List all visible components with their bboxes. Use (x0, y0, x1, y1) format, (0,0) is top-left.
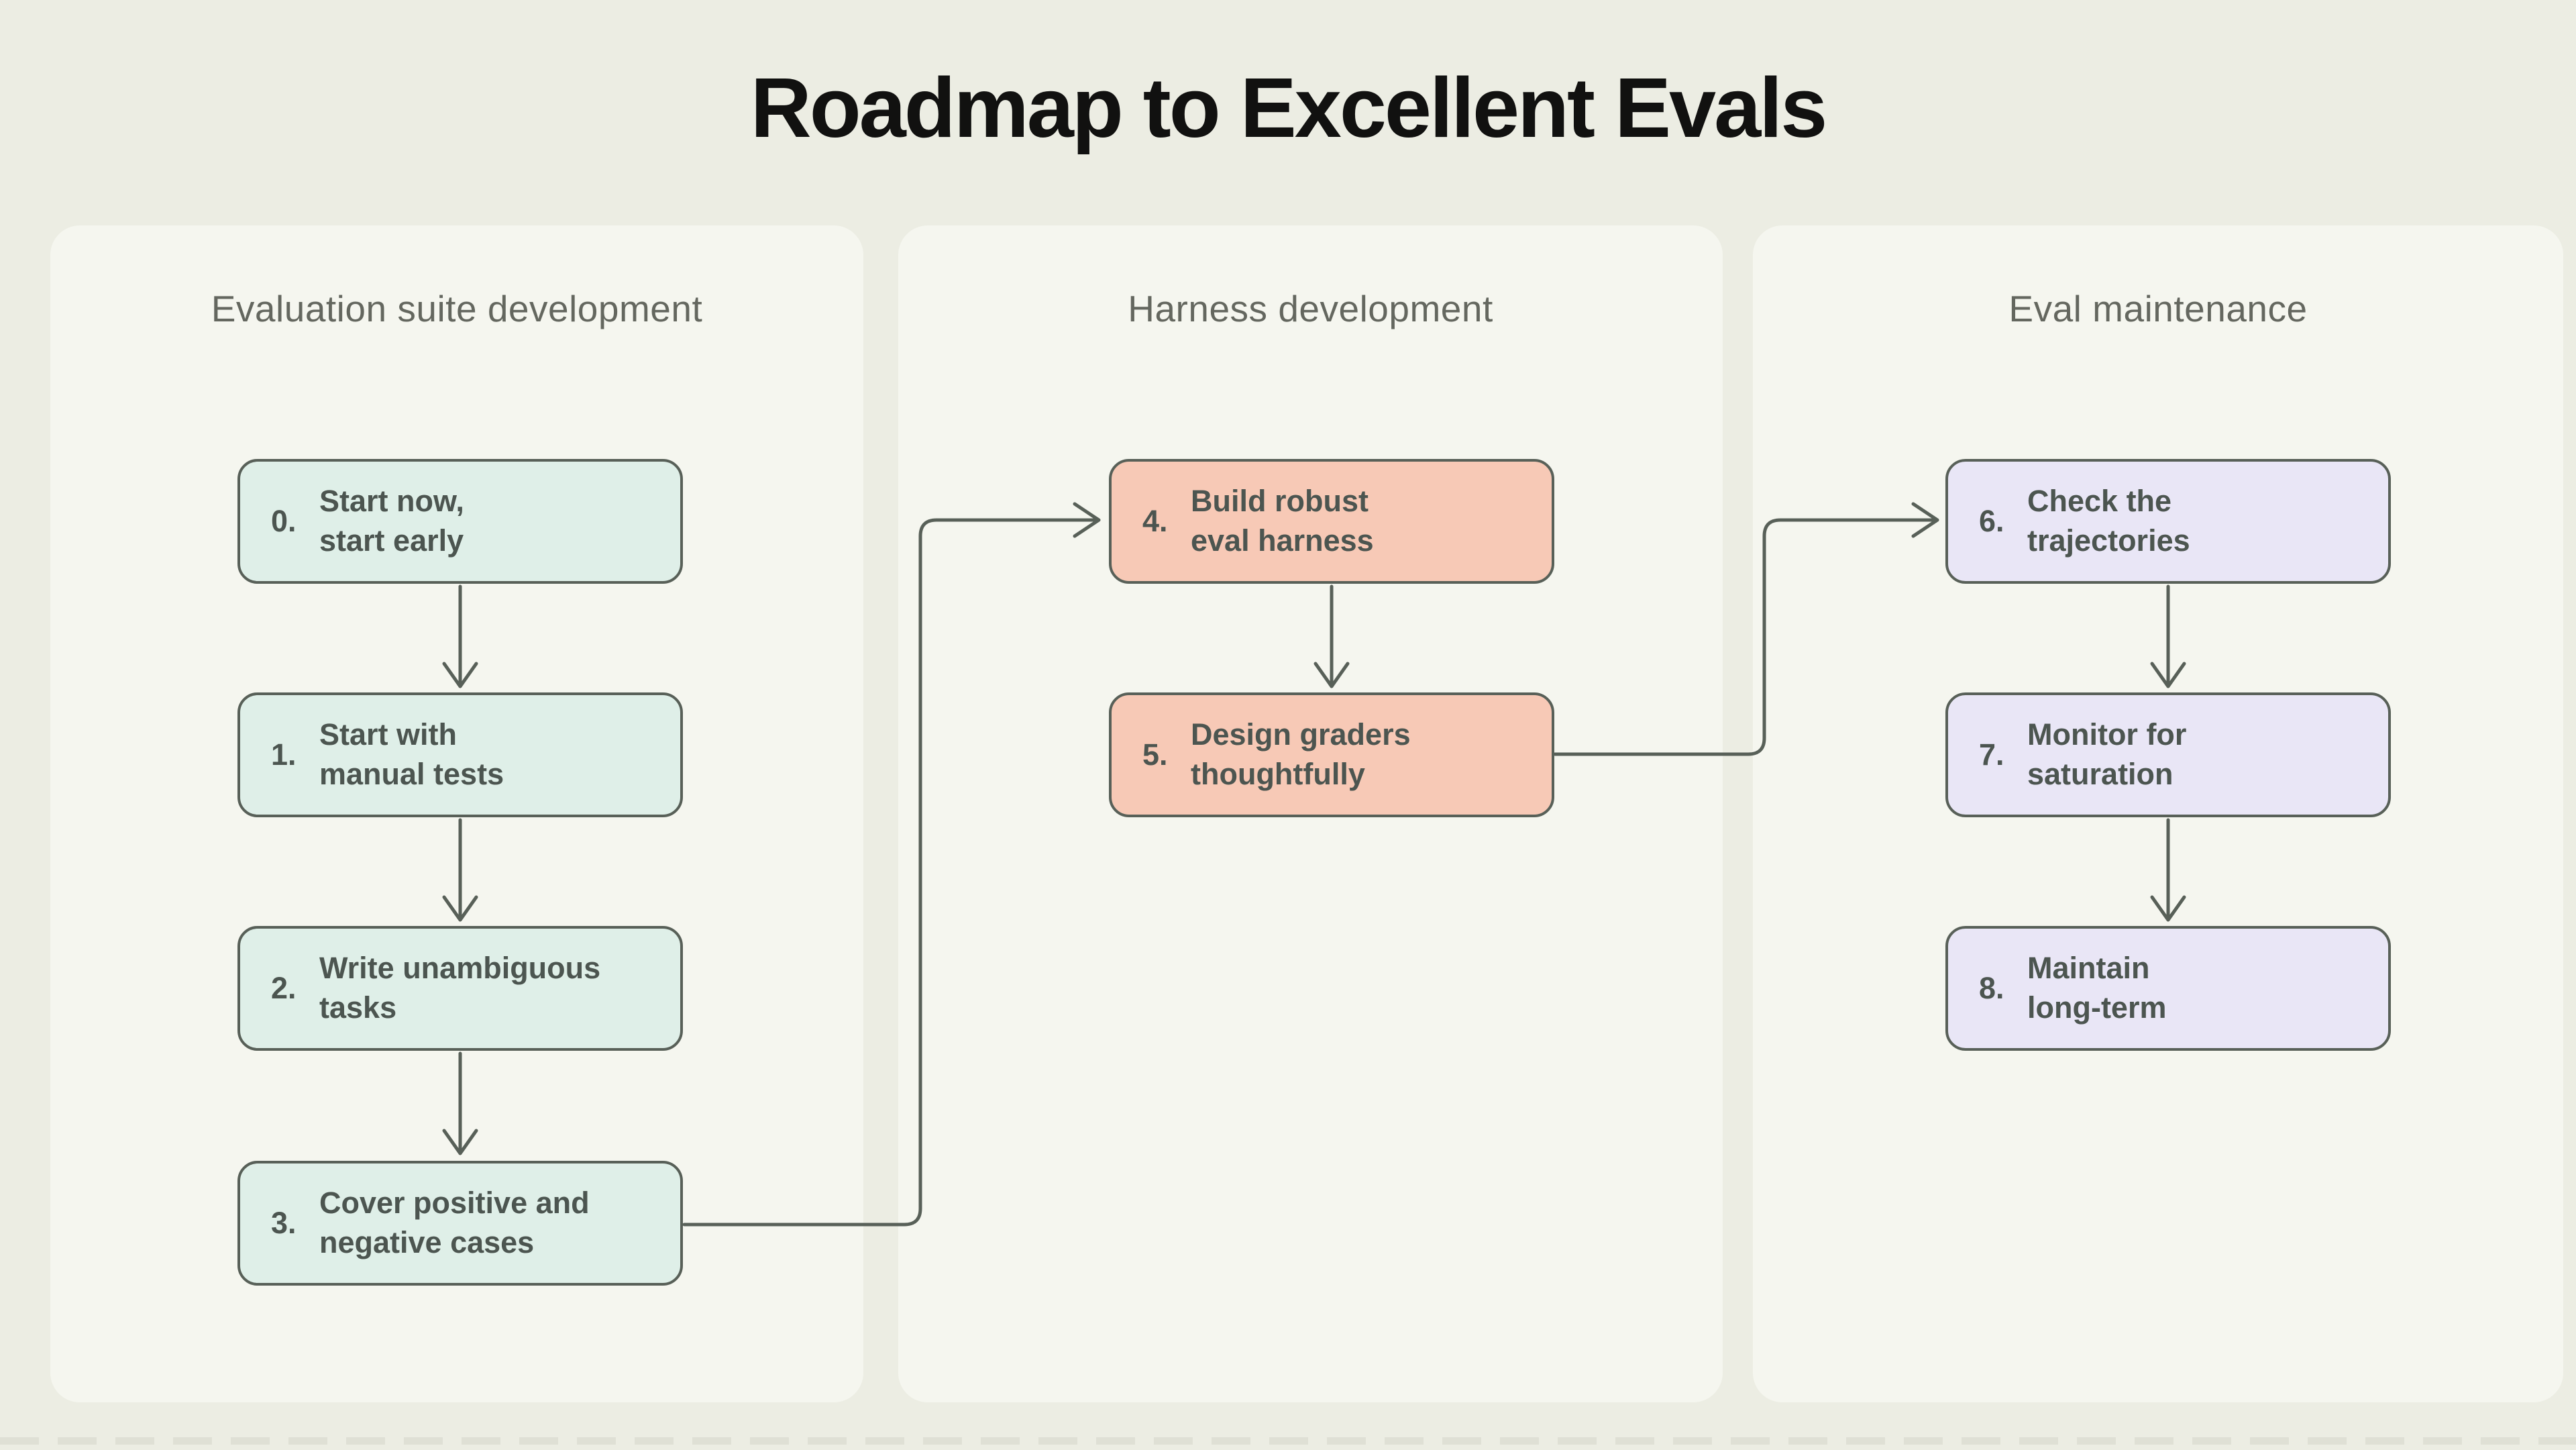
step-label: Design graders thoughtfully (1191, 717, 1411, 791)
step-box-1: 1. Start with manual tests (237, 692, 683, 817)
step-box-3: 3. Cover positive and negative cases (237, 1161, 683, 1286)
step-number: 6. (1979, 503, 2004, 538)
column-eval-maintenance: Eval maintenance 6. Check the trajectori… (1753, 225, 2563, 1402)
step-label: Write unambiguous tasks (319, 951, 601, 1025)
step-box-2: 2. Write unambiguous tasks (237, 926, 683, 1051)
column-header-harness-development: Harness development (1128, 288, 1493, 329)
step-box-8: 8. Maintain long-term (1945, 926, 2391, 1051)
column-header-eval-maintenance: Eval maintenance (2008, 288, 2308, 329)
step-label: Build robust eval harness (1191, 484, 1374, 558)
step-label: Start now, start early (319, 484, 464, 558)
step-number: 1. (271, 737, 297, 772)
step-number: 7. (1979, 737, 2004, 772)
step-label: Check the trajectories (2027, 484, 2190, 558)
step-box-5: 5. Design graders thoughtfully (1109, 692, 1554, 817)
page-title: Roadmap to Excellent Evals (750, 60, 1828, 155)
step-box-7: 7. Monitor for saturation (1945, 692, 2391, 817)
step-number: 0. (271, 503, 297, 538)
column-header-evaluation-suite-development: Evaluation suite development (211, 288, 703, 329)
step-number: 4. (1142, 503, 1168, 538)
step-number: 2. (271, 970, 297, 1005)
bottom-dashed-line (0, 1437, 2576, 1445)
column-harness-development: Harness development 4. Build robust eval… (898, 225, 1723, 1402)
step-number: 3. (271, 1205, 297, 1240)
step-number: 5. (1142, 737, 1168, 772)
step-label: Maintain long-term (2027, 951, 2167, 1025)
step-box-6: 6. Check the trajectories (1945, 459, 2391, 584)
column-evaluation-suite-development: Evaluation suite development 0. Start no… (50, 225, 863, 1402)
step-box-0: 0. Start now, start early (237, 459, 683, 584)
step-label: Monitor for saturation (2027, 717, 2187, 791)
step-label: Cover positive and negative cases (319, 1186, 590, 1259)
step-number: 8. (1979, 970, 2004, 1005)
step-label: Start with manual tests (319, 717, 504, 791)
step-box-4: 4. Build robust eval harness (1109, 459, 1554, 584)
